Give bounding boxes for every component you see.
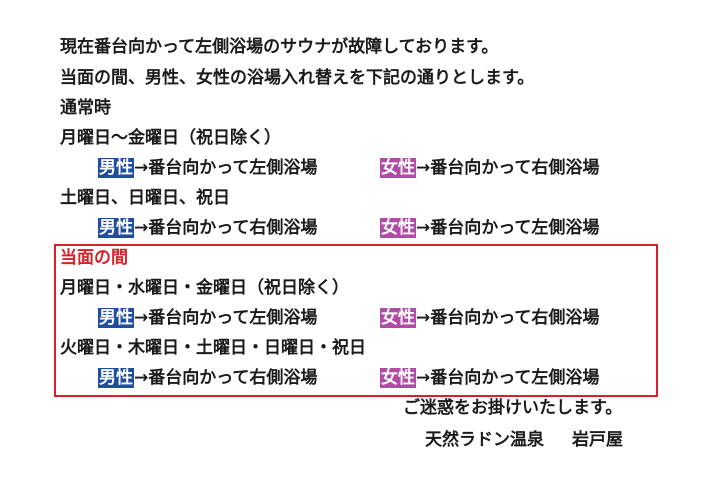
female-assignment: 女性→番台向かって右側浴場 — [380, 307, 599, 329]
notice-line-2: 当面の間、男性、女性の浴場入れ替えを下記の通りとします。 — [60, 68, 535, 88]
female-label: 女性 — [380, 218, 416, 238]
business-name: 岩戸屋 — [572, 430, 623, 450]
female-assignment: 女性→番台向かって左側浴場 — [380, 217, 599, 239]
male-label: 男性 — [98, 308, 134, 328]
male-label: 男性 — [98, 158, 134, 178]
male-destination: →番台向かって左側浴場 — [134, 308, 318, 328]
female-destination: →番台向かって右側浴場 — [416, 308, 600, 328]
male-label: 男性 — [98, 218, 134, 238]
temporary-schedule-box — [54, 244, 658, 397]
female-assignment: 女性→番台向かって右側浴場 — [380, 157, 599, 179]
male-label: 男性 — [98, 368, 134, 388]
notice-line-1: 現在番台向かって左側浴場のサウナが故障しております。 — [60, 37, 499, 57]
female-label: 女性 — [380, 158, 416, 178]
schedule-days: 月曜日～金曜日（祝日除く） — [60, 128, 281, 148]
female-assignment: 女性→番台向かって左側浴場 — [380, 367, 599, 389]
normal-heading: 通常時 — [60, 98, 111, 118]
male-destination: →番台向かって右側浴場 — [134, 218, 318, 238]
male-assignment: 男性→番台向かって右側浴場 — [98, 367, 317, 389]
female-destination: →番台向かって右側浴場 — [416, 158, 600, 178]
apology-text: ご迷惑をお掛けいたします。 — [403, 398, 623, 418]
female-destination: →番台向かって左側浴場 — [416, 218, 600, 238]
female-destination: →番台向かって左側浴場 — [416, 368, 600, 388]
male-destination: →番台向かって左側浴場 — [134, 158, 318, 178]
female-label: 女性 — [380, 308, 416, 328]
schedule-days: 火曜日・木曜日・土曜日・日曜日・祝日 — [60, 338, 366, 358]
female-label: 女性 — [380, 368, 416, 388]
male-assignment: 男性→番台向かって左側浴場 — [98, 157, 317, 179]
facility-name: 天然ラドン温泉 — [425, 430, 544, 450]
schedule-days: 月曜日・水曜日・金曜日（祝日除く） — [60, 278, 349, 298]
schedule-days: 土曜日、日曜日、祝日 — [60, 188, 230, 208]
temporary-heading: 当面の間 — [60, 248, 128, 268]
male-assignment: 男性→番台向かって右側浴場 — [98, 217, 317, 239]
male-assignment: 男性→番台向かって左側浴場 — [98, 307, 317, 329]
male-destination: →番台向かって右側浴場 — [134, 368, 318, 388]
